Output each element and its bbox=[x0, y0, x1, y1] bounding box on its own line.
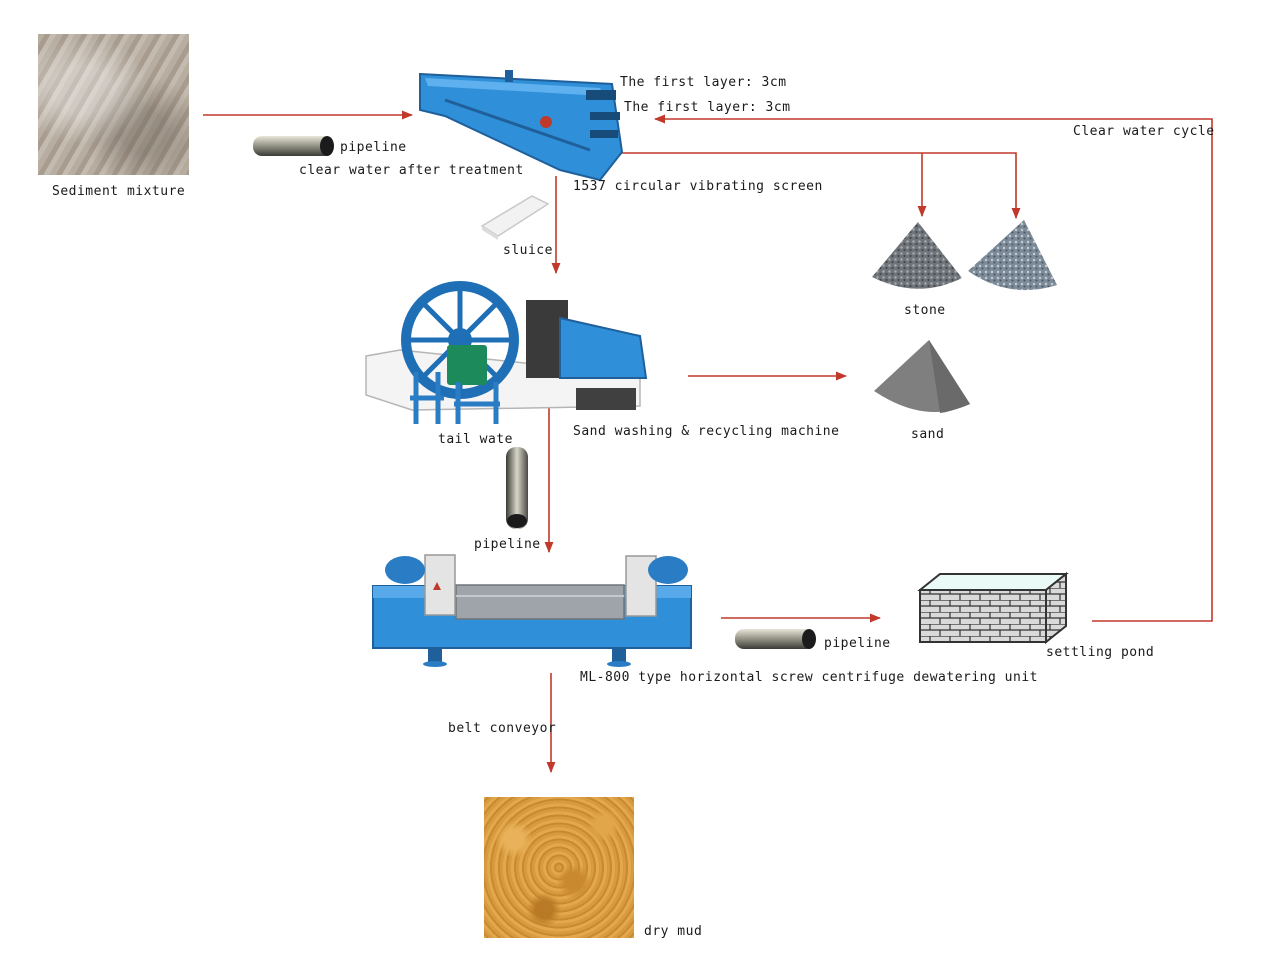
sluice-icon bbox=[482, 196, 548, 240]
sand-label: sand bbox=[911, 427, 944, 442]
dry-mud-label: dry mud bbox=[644, 924, 702, 939]
settling-pond-label: settling pond bbox=[1046, 645, 1154, 660]
sediment-photo bbox=[38, 34, 189, 175]
first-layer-label-a: The first layer: 3cm bbox=[620, 75, 787, 90]
pipeline-label-1: pipeline bbox=[340, 140, 407, 155]
sand-pile-image bbox=[874, 340, 970, 413]
sluice-label: sluice bbox=[503, 243, 553, 258]
centrifuge-label: ML-800 type horizontal screw centrifuge … bbox=[580, 670, 1038, 685]
sand-washing-machine-image bbox=[366, 286, 646, 424]
sand-washing-machine-label: Sand washing & recycling machine bbox=[573, 424, 839, 439]
belt-conveyor-label: belt conveyor bbox=[448, 721, 556, 736]
settling-pond-image bbox=[920, 574, 1066, 642]
pipeline-label-2: pipeline bbox=[474, 537, 541, 552]
clear-water-cycle-label: Clear water cycle bbox=[1073, 124, 1215, 139]
sediment-mixture-label: Sediment mixture bbox=[52, 184, 185, 199]
stone-label: stone bbox=[904, 303, 946, 318]
pipeline-label-3: pipeline bbox=[824, 636, 891, 651]
pipeline-icon bbox=[735, 629, 816, 649]
pipeline-icon bbox=[506, 447, 528, 529]
dry-mud-photo bbox=[484, 797, 634, 938]
pipeline-icon bbox=[253, 136, 334, 156]
tail-water-label: tail wate bbox=[438, 432, 513, 447]
stone-pile-image bbox=[872, 220, 1057, 290]
centrifuge-image bbox=[373, 555, 691, 667]
vibrating-screen-label: 1537 circular vibrating screen bbox=[573, 179, 823, 194]
first-layer-label-b: The first layer: 3cm bbox=[624, 100, 791, 115]
clear-water-after-treatment-label: clear water after treatment bbox=[299, 163, 524, 178]
